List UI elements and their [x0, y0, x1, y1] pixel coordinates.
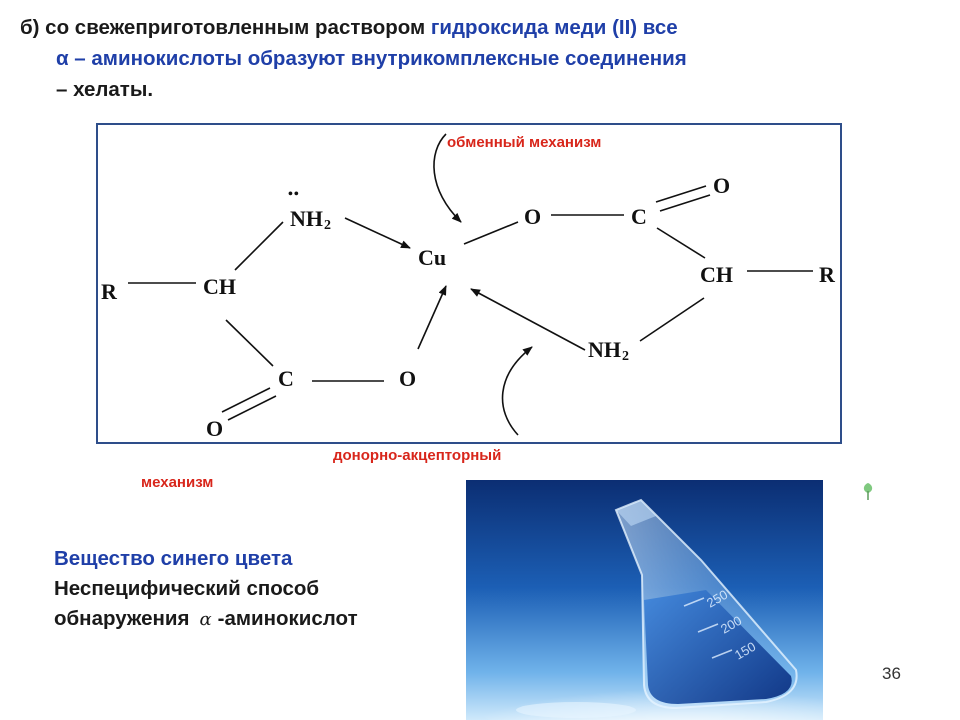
info-block: Вещество синего цвета Неспецифический сп… — [54, 544, 358, 635]
atom-cu: Cu — [418, 245, 447, 270]
atom-nh2-left: NH2 — [290, 206, 331, 233]
bond-nh-cu-left — [344, 217, 411, 249]
atom-ch-left: CH — [203, 274, 236, 299]
heading-prefix: б) со свежеприготовленным раствором — [20, 16, 431, 39]
leaf-icon — [863, 483, 873, 500]
label-mechanism: механизм — [141, 474, 214, 491]
label-exchange-mechanism: обменный механизм — [447, 134, 602, 151]
bond-ch-nh-right — [639, 297, 705, 342]
bond-c-ch-right — [656, 227, 706, 259]
arrow-exchange-curve — [433, 133, 462, 223]
arrow-donor-curve — [501, 346, 533, 436]
info-line-1: Вещество синего цвета — [54, 547, 293, 570]
slide-heading: б) со свежеприготовленным раствором гидр… — [20, 12, 940, 105]
atom-c-right: C — [631, 204, 647, 229]
heading-line-2: α – аминокислоты образуют внутрикомплекс… — [56, 47, 687, 70]
bond-o-cu-left — [417, 285, 447, 350]
flask-illustration: 250 200 150 — [476, 498, 823, 720]
atom-nh2-right: NH2 — [588, 337, 629, 364]
lone-pair-dots: •• — [288, 187, 300, 202]
bond-ch-c-left — [225, 319, 274, 367]
atom-c-left: C — [278, 366, 294, 391]
heading-reagent: гидроксида меди (II) все — [430, 16, 678, 39]
label-donor-acceptor: донорно-акцепторный — [333, 447, 502, 464]
bond-c-o-right-b — [659, 194, 711, 212]
bond-c-o-left-b — [227, 395, 277, 421]
info-line-2: Неспецифический способ — [54, 577, 320, 600]
atom-r-right: R — [819, 262, 835, 287]
atom-r-left: R — [101, 279, 117, 304]
atom-ch-right: CH — [700, 262, 733, 287]
bond-c-o-right-a — [655, 185, 707, 203]
bond-ch-nh-left — [234, 221, 284, 271]
alpha-symbol: α — [199, 609, 212, 630]
atom-o-left-bottom: O — [206, 416, 224, 441]
bond-c-o-left-a — [221, 387, 271, 413]
heading-line-1: б) со свежеприготовленным раствором гидр… — [20, 12, 940, 43]
bond-nh-cu-right — [470, 288, 586, 351]
atom-o-right-top: O — [713, 173, 731, 198]
atom-o-left-link: O — [399, 366, 417, 391]
heading-line-3: – хелаты. — [56, 78, 154, 101]
chelate-diagram-frame — [96, 123, 842, 444]
blue-flask-photo: 250 200 150 — [466, 480, 823, 720]
bond-cu-o-right — [463, 221, 519, 245]
atom-o-right-link: O — [524, 204, 542, 229]
page-number: 36 — [882, 664, 901, 683]
